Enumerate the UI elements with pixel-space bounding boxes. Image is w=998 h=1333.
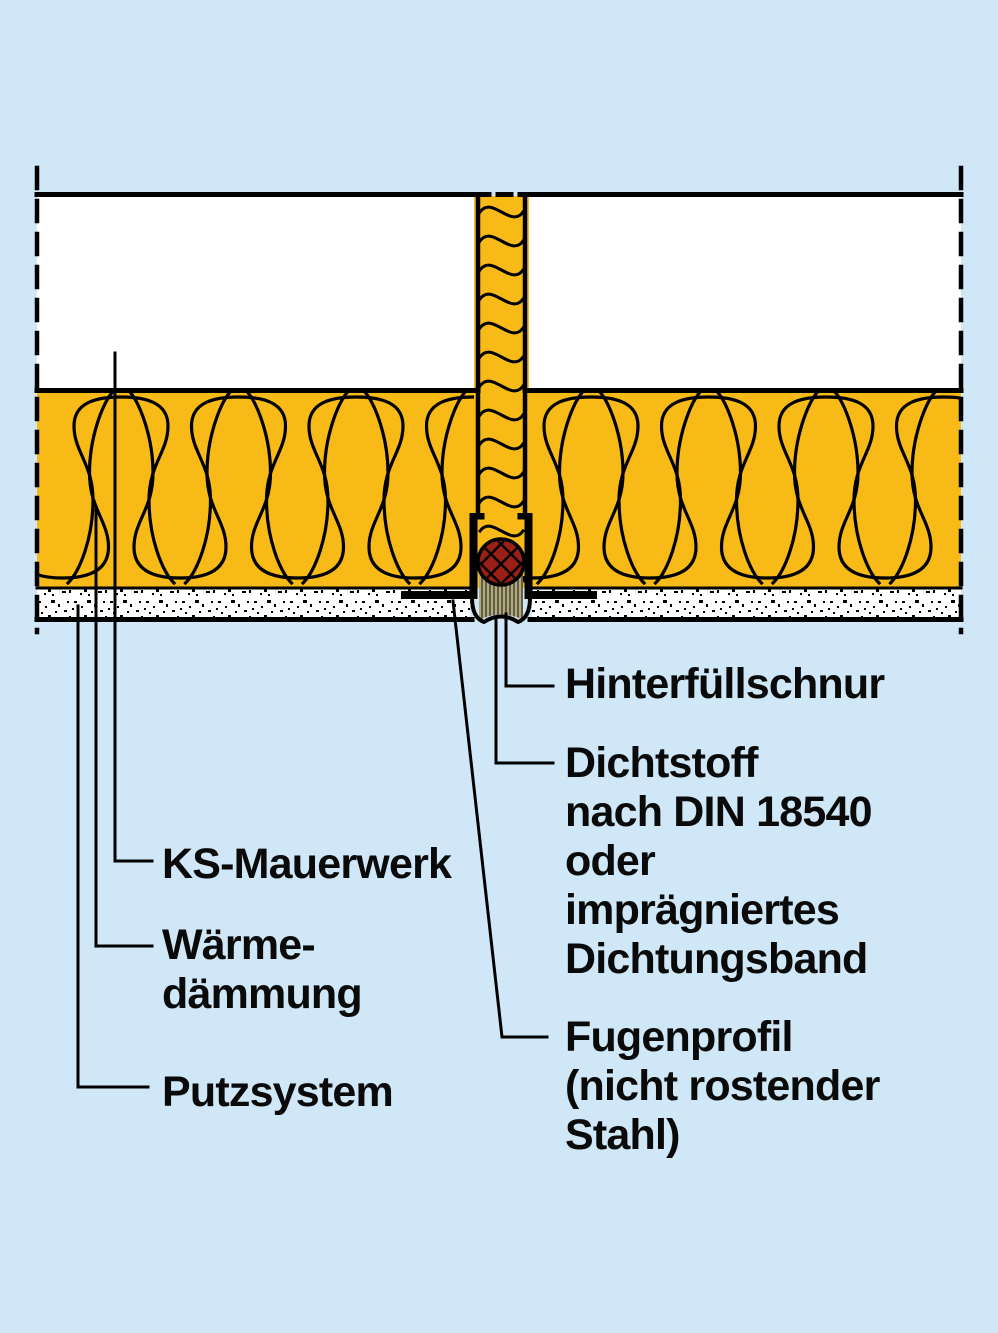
joint-profile-leg-right (524, 519, 533, 599)
label-fugenprofil: Fugenprofil (nicht rostender Stahl) (565, 1013, 880, 1159)
plaster-stipple-right (532, 589, 961, 617)
label-ks-mauerwerk: KS-Mauerwerk (162, 840, 452, 888)
joint-bottom-outline (469, 595, 533, 624)
label-waermedaemmung: Wärme- dämmung (162, 921, 363, 1018)
leader-dichtstoff (494, 615, 555, 765)
joint-profile-hook-right (517, 513, 533, 520)
backing-cord (476, 537, 526, 587)
joint-profile-hook-left (469, 513, 485, 520)
ink-layer (34, 165, 964, 1089)
label-putzsystem: Putzsystem (162, 1068, 394, 1116)
leader-ks-mauerwerk (113, 351, 154, 863)
joint-profile-flange-right (531, 591, 597, 599)
label-dichtstoff: Dichtstoff nach DIN 18540 oder imprägnie… (565, 739, 872, 983)
joint-profile-leg-left (469, 519, 478, 599)
leader-putzsystem (76, 604, 150, 1089)
joint-profile (401, 513, 597, 599)
masonry-block-left (37, 196, 477, 392)
joint-channel-walls (475, 193, 528, 520)
joint-profile-flange-left (401, 591, 471, 599)
sealant-stripes (481, 556, 523, 620)
masonry-block-right (525, 196, 961, 392)
leader-fugenprofil (451, 599, 549, 1039)
label-hinterfuellschnur: Hinterfüllschnur (565, 660, 885, 708)
leader-waermedaemmung (94, 508, 154, 948)
plaster-stipple-left (37, 589, 470, 617)
leader-hinterfuellschnur (504, 612, 555, 688)
